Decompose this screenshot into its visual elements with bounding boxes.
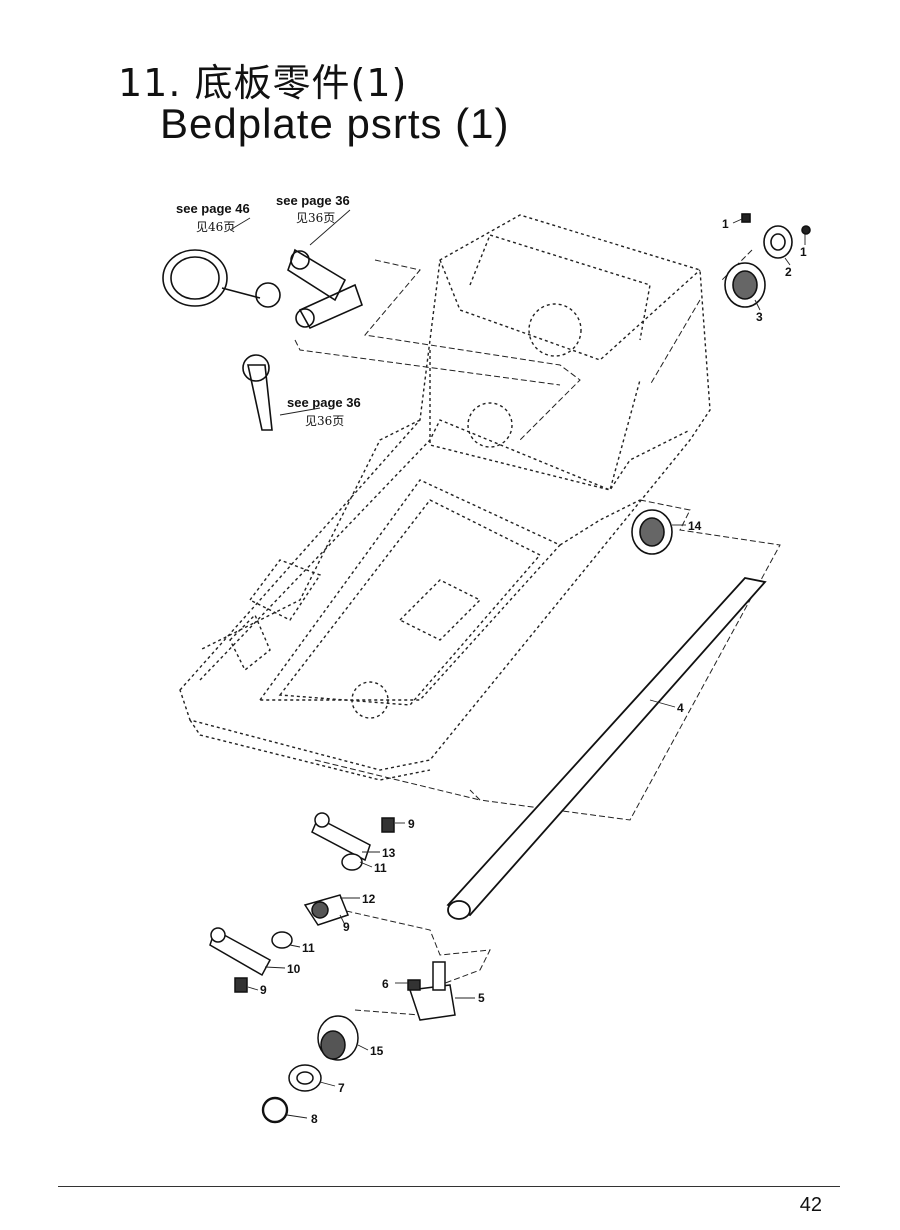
ref-note-1-cn: 见46页 (196, 220, 235, 234)
page-number: 42 (799, 1194, 822, 1216)
callout-9a: 9 (408, 817, 415, 831)
callout-2: 2 (785, 265, 792, 279)
callout-7: 7 (338, 1081, 345, 1095)
callout-1b: 1 (800, 245, 807, 259)
footer-divider (58, 1186, 840, 1187)
callout-12: 12 (362, 892, 376, 906)
callout-10: 10 (287, 962, 301, 976)
ref-note-2-en: see page 36 (276, 193, 350, 208)
ref-note-3-cn: 见36页 (305, 414, 344, 428)
ref-note-3-en: see page 36 (287, 395, 361, 410)
callout-5: 5 (478, 991, 485, 1005)
page-title-chinese: 11. 底板零件(1) (118, 61, 408, 105)
callout-4: 4 (677, 701, 684, 715)
callout-3: 3 (756, 310, 763, 324)
callout-13: 13 (382, 846, 396, 860)
page-title-english: Bedplate psrts (1) (160, 100, 510, 147)
ref-note-1-en: see page 46 (176, 201, 250, 216)
callout-11b: 11 (302, 941, 315, 955)
callout-6: 6 (382, 977, 389, 991)
callout-14: 14 (688, 519, 702, 533)
screw-part-1a (741, 213, 751, 223)
bedplate-outline (179, 214, 711, 771)
callout-9c: 9 (260, 983, 267, 997)
callout-15: 15 (370, 1044, 384, 1058)
ref-note-2-cn: 见36页 (296, 211, 335, 225)
callout-1a: 1 (722, 217, 729, 231)
callout-11a: 11 (374, 861, 387, 875)
callout-8: 8 (311, 1112, 318, 1126)
shaft-part-4 (446, 577, 767, 920)
callout-9b: 9 (343, 920, 350, 934)
